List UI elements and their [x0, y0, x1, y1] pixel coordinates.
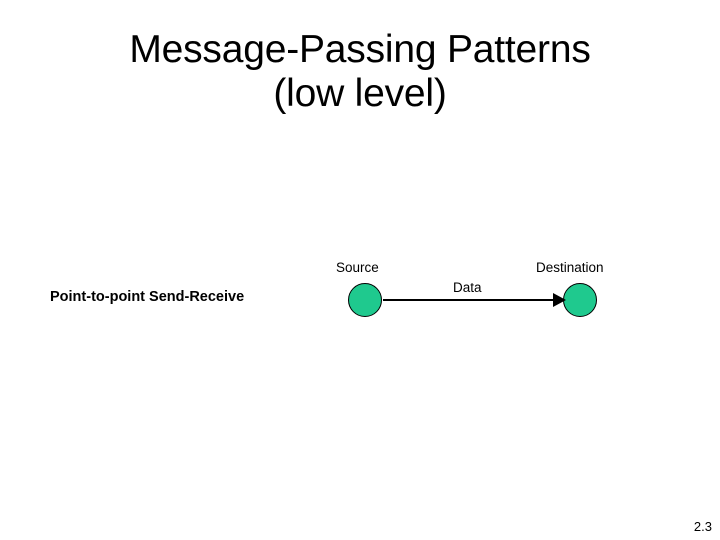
edge-label-data: Data — [453, 280, 482, 295]
node-circle-source — [348, 283, 382, 317]
title-line-2: (low level) — [273, 71, 447, 115]
page-number: 2.3 — [693, 519, 712, 534]
data-arrow-line — [383, 299, 555, 301]
data-arrow-head-icon — [553, 293, 566, 307]
title-line-1: Message-Passing Patterns — [129, 28, 591, 71]
page-title: Message-Passing Patterns (low level) — [0, 28, 720, 115]
node-label-destination: Destination — [536, 260, 604, 275]
pattern-label: Point-to-point Send-Receive — [50, 289, 245, 305]
node-circle-destination — [563, 283, 597, 317]
node-label-source: Source — [336, 260, 379, 275]
